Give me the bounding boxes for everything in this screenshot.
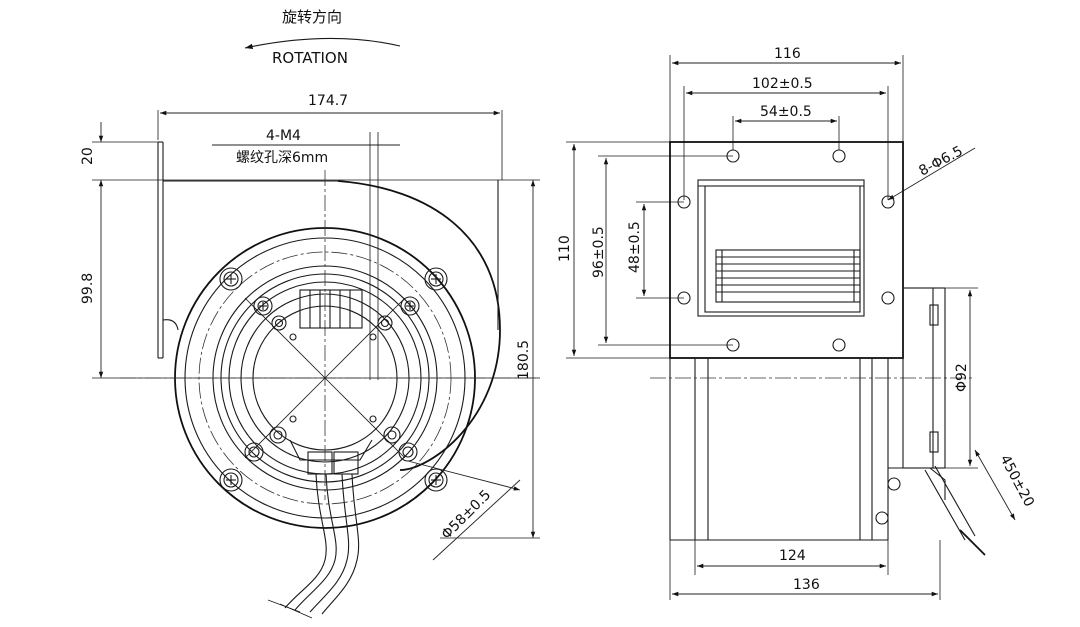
flange-holes: [677, 149, 895, 352]
inner-screw-2: [400, 296, 420, 316]
rotation-arrow: [244, 37, 401, 50]
dim-motor-dia-text: Φ92: [954, 363, 970, 392]
side-view: 116 102±0.5 54±0.5 8-Φ6.5 110 96±0.5 48±…: [557, 46, 1037, 600]
dim-overall-text: 136: [793, 577, 820, 593]
dim-left-text: 99.8: [80, 273, 96, 304]
outlet-opening: [697, 179, 865, 317]
motor-cable: [924, 465, 986, 556]
blower-body: [650, 358, 975, 541]
inner-screw-7: [244, 442, 264, 462]
rotation-label-en: ROTATION: [272, 49, 348, 67]
flange-plate: [669, 141, 904, 359]
outer-screw-bottom-left: [219, 468, 243, 492]
dim-width-text: 174.7: [308, 93, 348, 109]
heatsink-fins: [299, 289, 363, 329]
dim-hub-line: [432, 479, 521, 561]
cable-exit: [267, 439, 373, 619]
dim-cable-text: 450±20: [996, 452, 1037, 509]
dim-flange-h-text: 110: [557, 235, 573, 262]
dim-hole-v-text: 96±0.5: [591, 226, 607, 278]
rotation-label-cn: 旋转方向: [282, 8, 342, 26]
dim-height-text: 180.5: [516, 340, 532, 380]
inner-screw-3: [271, 315, 287, 331]
dim-inner-span-text: 54±0.5: [760, 104, 812, 120]
dim-body-text: 124: [779, 548, 806, 564]
dim-top-text: 20: [80, 147, 96, 165]
dim-hole-dia-text: 8-Φ6.5: [916, 143, 965, 179]
outer-screw-bottom-right: [424, 468, 448, 492]
dim-hub-text: Φ58±0.5: [439, 487, 495, 543]
dim-hole-span-text: 102±0.5: [752, 76, 813, 92]
dim-total-text: 116: [774, 46, 801, 62]
inner-screw-1: [253, 296, 273, 316]
thread-spec: 4-M4: [266, 128, 301, 144]
inner-screw-6: [383, 426, 401, 444]
front-view: 旋转方向 ROTATION 174.7 4-M4 螺纹孔深6mm 20 99.8…: [80, 8, 540, 619]
motor: [875, 287, 946, 525]
dim-cable-line: [974, 449, 1016, 521]
inner-screw-4: [377, 315, 393, 331]
inner-screw-5: [269, 426, 287, 444]
outer-screw-top-left: [219, 267, 243, 291]
impeller-blades: [715, 249, 861, 303]
inner-screw-8: [398, 442, 418, 462]
scroll-housing: [337, 180, 501, 471]
outer-screw-top-right: [424, 267, 448, 291]
dim-inner-v-text: 48±0.5: [627, 221, 643, 273]
thread-depth: 螺纹孔深6mm: [236, 150, 328, 166]
